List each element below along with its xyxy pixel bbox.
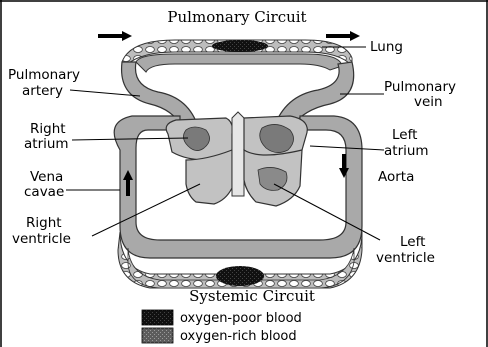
label-pulmonary-artery-line2: artery [22, 83, 63, 99]
label-vena-cavae-line1: Vena [30, 169, 63, 185]
leader-left-ventricle [274, 184, 380, 240]
systemic-circuit-title: Systemic Circuit [189, 287, 315, 305]
legend-swatch-oxygen-poor [142, 310, 173, 325]
label-lung: Lung [370, 39, 403, 55]
label-right-atrium-line1: Right [30, 121, 66, 137]
label-left-ventricle-line2: ventricle [376, 250, 435, 266]
label-right-ventricle-line1: Right [26, 215, 62, 231]
legend: oxygen-poor blood oxygen-rich blood [142, 310, 302, 344]
label-pulmonary-artery-line1: Pulmonary [8, 67, 80, 83]
lung-dark-core [212, 40, 268, 52]
label-left-atrium-line1: Left [392, 127, 417, 143]
systemic-dark-core [216, 266, 264, 286]
flow-arrow-right [326, 31, 360, 41]
label-left-atrium-line2: atrium [384, 143, 429, 159]
label-pulmonary-vein-line1: Pulmonary [384, 79, 456, 95]
label-vena-cavae-line2: cavae [24, 184, 64, 200]
label-aorta: Aorta [378, 169, 414, 185]
label-left-ventricle-line1: Left [400, 234, 425, 250]
label-pulmonary-vein-line2: vein [414, 94, 443, 110]
heart [166, 112, 307, 206]
flow-arrow-left [98, 31, 132, 41]
pulmonary-circuit-title: Pulmonary Circuit [167, 8, 306, 26]
label-right-atrium-line2: atrium [24, 136, 69, 152]
label-right-ventricle-line2: ventricle [12, 231, 71, 247]
legend-label-oxygen-rich: oxygen-rich blood [180, 329, 297, 344]
legend-label-oxygen-poor: oxygen-poor blood [180, 311, 302, 326]
legend-swatch-oxygen-rich [142, 328, 173, 343]
